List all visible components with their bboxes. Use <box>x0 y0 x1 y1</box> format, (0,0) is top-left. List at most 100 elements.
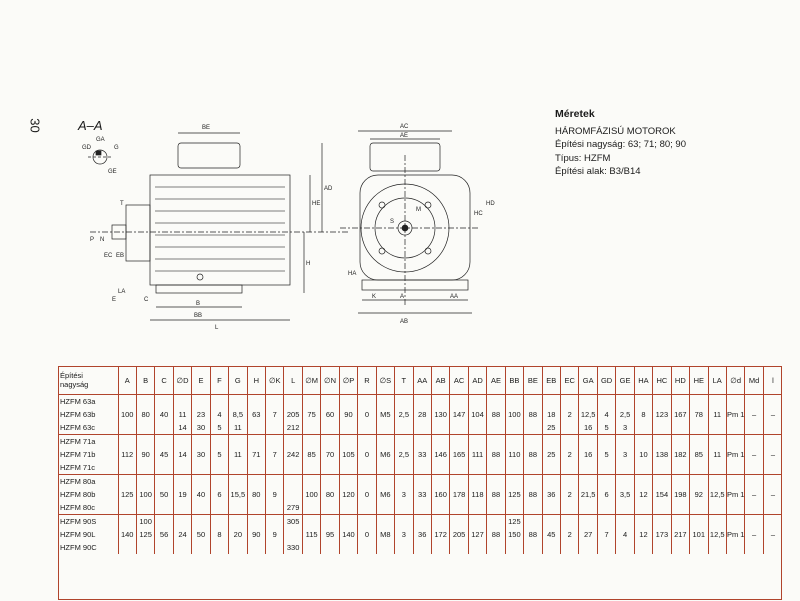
table-cell: 88 <box>523 408 543 421</box>
table-cell: 14 <box>172 448 192 461</box>
table-cell <box>559 394 579 408</box>
label-a: A <box>400 294 404 300</box>
table-cell <box>689 514 708 528</box>
table-cell <box>596 541 616 554</box>
table-cell <box>633 501 653 515</box>
table-cell: 95 <box>320 528 340 541</box>
table-cell <box>707 514 727 528</box>
table-cell: 6 <box>596 488 616 501</box>
table-cell: 80 <box>135 408 155 421</box>
table-cell <box>430 541 450 554</box>
label-hc: HC <box>474 211 483 217</box>
table-cell: 205 <box>283 408 303 421</box>
table-cell <box>209 541 229 554</box>
table-cell <box>320 434 340 448</box>
table-cell: 10 <box>633 448 653 461</box>
table-cell <box>615 474 635 488</box>
table-cell: 101 <box>689 528 708 541</box>
table-cell <box>135 474 155 488</box>
table-cell: 100 <box>504 408 524 421</box>
table-cell: 40 <box>154 408 174 421</box>
table-cell: – <box>762 488 782 501</box>
table-cell <box>615 501 635 515</box>
table-cell <box>633 514 653 528</box>
table-cell: 12 <box>633 488 653 501</box>
table-cell: 140 <box>338 528 358 541</box>
table-cell: 23 <box>191 408 211 421</box>
table-cell: 4 <box>596 408 616 421</box>
table-cell: M6 <box>375 488 395 501</box>
table-cell: 8,5 <box>228 408 248 421</box>
table-cell: 100 <box>117 408 137 421</box>
table-cell: 50 <box>191 528 211 541</box>
table-cell: 92 <box>689 488 708 501</box>
table-cell <box>541 514 561 528</box>
table-cell <box>264 421 284 435</box>
table-cell <box>264 501 284 515</box>
info-block: Méretek HÁROMFÁZISÚ MOTOROK Építési nagy… <box>555 108 785 179</box>
table-cell <box>707 434 727 448</box>
table-cell <box>578 501 598 515</box>
info-line: Építési nagyság: 63; 71; 80; 90 <box>555 139 686 150</box>
table-cell <box>652 541 672 554</box>
table-cell: 150 <box>504 528 524 541</box>
table-cell <box>670 541 690 554</box>
table-cell: 9 <box>264 528 284 541</box>
table-cell: 24 <box>172 528 192 541</box>
row-label: HZFM 80a <box>58 474 118 488</box>
table-cell <box>338 461 358 475</box>
table-row: HZFM 63a <box>58 394 782 408</box>
table-cell <box>707 474 727 488</box>
table-cell <box>430 474 450 488</box>
table-cell <box>559 501 579 515</box>
front-view: AC AE A AB AA K HA HC HD M S <box>340 124 495 325</box>
table-cell <box>228 474 248 488</box>
table-cell: 125 <box>117 488 137 501</box>
table-cell <box>228 501 248 515</box>
table-cell: 165 <box>449 448 469 461</box>
table-cell <box>670 461 690 475</box>
table-cell: 167 <box>670 408 690 421</box>
table-cell: 172 <box>430 528 450 541</box>
table-cell <box>172 434 192 448</box>
table-cell <box>191 514 211 528</box>
table-cell <box>596 394 616 408</box>
table-cell <box>523 541 543 554</box>
table-cell <box>264 434 284 448</box>
table-cell <box>707 541 727 554</box>
table-cell <box>707 421 727 435</box>
side-view: BE B BB L LA E C HE H AD P N T EC EB <box>90 125 350 331</box>
label-aa: AA <box>450 294 458 300</box>
table-cell: 125 <box>504 514 524 528</box>
table-cell: M8 <box>375 528 395 541</box>
table-cell <box>209 501 229 515</box>
table-cell <box>117 461 137 475</box>
column-header: B <box>135 366 155 395</box>
table-cell <box>209 394 229 408</box>
table-cell <box>375 474 395 488</box>
table-cell: – <box>762 528 782 541</box>
table-cell: 7 <box>264 448 284 461</box>
table-cell: 18 <box>541 408 561 421</box>
table-row: HZFM 71c <box>58 461 782 475</box>
table-cell <box>394 394 413 408</box>
table-cell <box>320 501 340 515</box>
column-header: ∅N <box>320 366 340 395</box>
table-cell <box>320 461 340 475</box>
table-cell <box>523 501 543 515</box>
table-cell: 5 <box>209 421 229 435</box>
table-cell: 104 <box>467 408 487 421</box>
table-cell: 90 <box>338 408 358 421</box>
table-cell: 36 <box>412 528 432 541</box>
table-cell: 70 <box>320 448 340 461</box>
table-cell <box>338 434 358 448</box>
table-cell <box>707 501 727 515</box>
row-label: HZFM 90C <box>60 543 97 552</box>
column-header: AE <box>486 366 506 395</box>
column-header: E <box>191 366 211 395</box>
table-cell <box>357 514 377 528</box>
table-cell <box>559 474 579 488</box>
